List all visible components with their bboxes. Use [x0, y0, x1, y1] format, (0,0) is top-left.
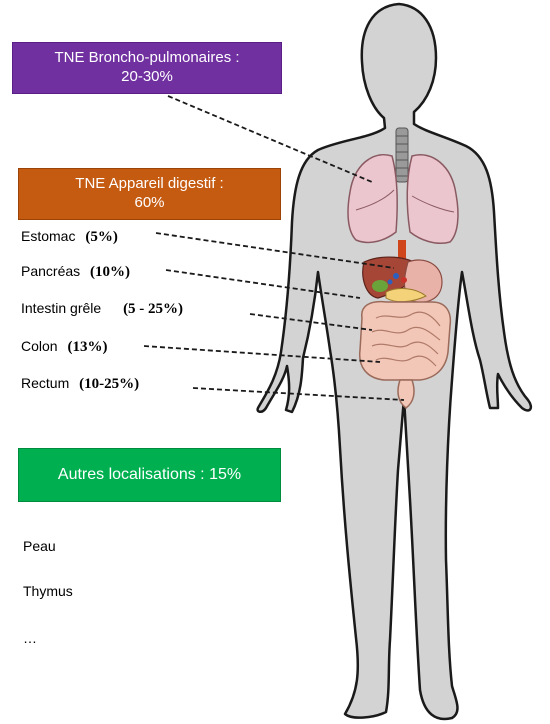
gallbladder [372, 280, 388, 292]
site-intestin-name: Intestin grêle [21, 300, 101, 316]
colon [360, 302, 451, 380]
site-colon-name: Colon [21, 338, 58, 354]
site-intestin-grele: Intestin grêle (5 - 25%) [21, 300, 183, 318]
category-digestif-title: TNE Appareil digestif : [19, 174, 280, 193]
category-autres-localisations: Autres localisations : 15% [18, 448, 281, 502]
site-pancreas-percent: (10%) [90, 264, 130, 280]
esophagus [398, 240, 406, 260]
site-estomac-name: Estomac [21, 228, 75, 244]
category-broncho-title: TNE Broncho-pulmonaires : [13, 48, 281, 67]
site-rectum-percent: (10-25%) [79, 376, 139, 392]
site-intestin-percent: (5 - 25%) [123, 301, 183, 317]
category-broncho-percent: 20-30% [13, 67, 281, 86]
site-pancreas-name: Pancréas [21, 263, 80, 279]
site-colon-percent: (13%) [67, 339, 107, 355]
category-broncho-pulmonaires: TNE Broncho-pulmonaires : 20-30% [12, 42, 282, 94]
site-rectum: Rectum (10-25%) [21, 375, 139, 393]
other-site-ellipsis: … [23, 630, 37, 646]
other-site-peau: Peau [23, 538, 56, 554]
site-pancreas: Pancréas (10%) [21, 263, 130, 281]
category-digestif-percent: 60% [19, 193, 280, 212]
category-autres-label: Autres localisations : 15% [58, 466, 241, 483]
site-rectum-name: Rectum [21, 375, 69, 391]
category-appareil-digestif: TNE Appareil digestif : 60% [18, 168, 281, 220]
site-colon: Colon (13%) [21, 338, 107, 356]
site-estomac: Estomac (5%) [21, 228, 118, 246]
other-site-thymus: Thymus [23, 583, 73, 599]
site-estomac-percent: (5%) [85, 229, 118, 245]
